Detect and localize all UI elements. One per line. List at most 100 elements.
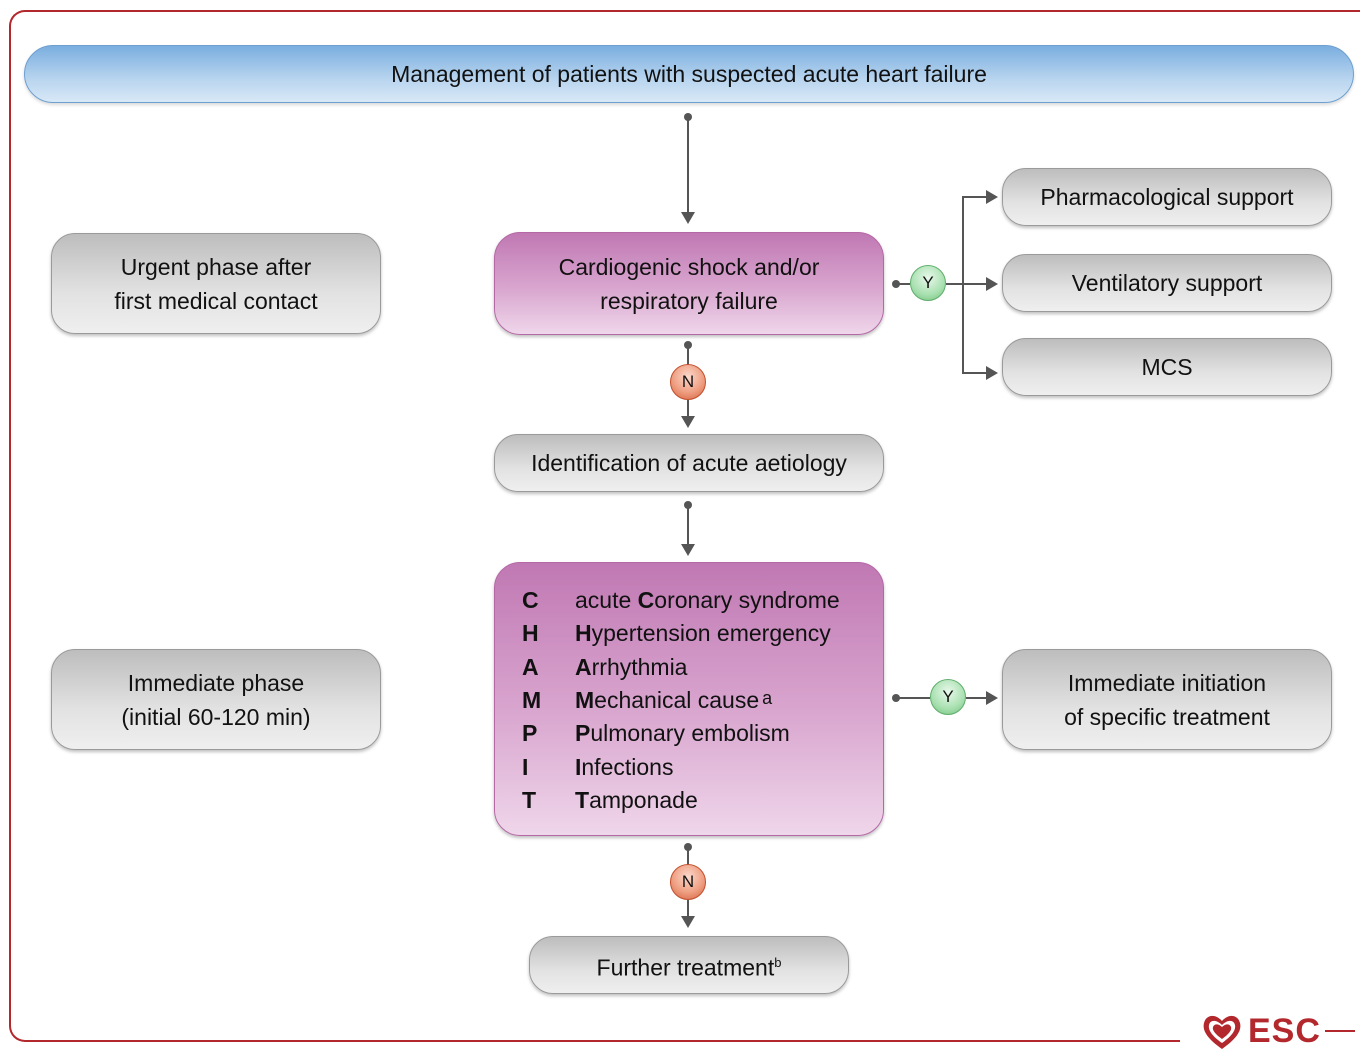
no-label: N: [681, 872, 695, 891]
champit-rest: echanical cause: [594, 687, 760, 714]
pharmacological-support-box: Pharmacological support: [1002, 168, 1332, 226]
pharma-label: Pharmacological support: [1040, 184, 1294, 210]
champit-letter: A: [522, 653, 539, 680]
champit-letter: M: [522, 687, 542, 714]
champit-letter: I: [522, 753, 529, 780]
no-decision-icon: N: [670, 364, 706, 400]
champit-bold: H: [575, 620, 592, 647]
cardiogenic-shock-box: Cardiogenic shock and/or respiratory fai…: [494, 232, 884, 335]
champit-bold: A: [575, 653, 592, 680]
connector-line: [687, 900, 689, 917]
champit-text: Arrhythmia: [575, 654, 690, 681]
connector-line: [966, 697, 986, 699]
branch-line-top: [962, 196, 986, 198]
aetiology-box: Identification of acute aetiology: [494, 434, 884, 492]
mcs-label: MCS: [1141, 354, 1193, 380]
arrow-head: [986, 691, 998, 705]
aetiology-label: Identification of acute aetiology: [531, 450, 847, 476]
ventilatory-support-box: Ventilatory support: [1002, 254, 1332, 312]
further-treatment-box: Further treatmentb: [529, 936, 849, 994]
arrow-head: [986, 277, 998, 291]
champit-bold: M: [575, 687, 595, 714]
arrow-head: [681, 916, 695, 928]
champit-bold: I: [575, 753, 582, 780]
specific-treatment-box: Immediate initiation of specific treatme…: [1002, 649, 1332, 750]
branch-corner-top: [962, 196, 964, 210]
further-treatment-text: Further treatment: [596, 954, 775, 981]
arrow-head: [986, 190, 998, 204]
champit-rest: oronary syndrome: [654, 587, 840, 614]
arrow-head: [681, 416, 695, 428]
logo-rule: [1324, 1030, 1355, 1032]
yes-label: Y: [922, 273, 934, 292]
further-treatment-sup: b: [774, 954, 782, 970]
further-treatment-label: Further treatmentb: [597, 946, 782, 985]
urgent-phase-line-1: Urgent phase after: [120, 253, 312, 280]
esc-logo-text: ESC: [1248, 1011, 1321, 1050]
champit-text: Hypertension emergency: [575, 620, 834, 647]
champit-bold: P: [575, 720, 591, 747]
yes-decision-icon: Y: [910, 265, 946, 301]
immediate-phase-box: Immediate phase (initial 60-120 min): [51, 649, 381, 750]
champit-letter: P: [522, 720, 538, 747]
champit-letter: C: [522, 587, 539, 614]
champit-bold: T: [575, 786, 590, 813]
specific-treatment-line-2: of specific treatment: [1064, 703, 1270, 730]
immediate-phase-line-2: (initial 60-120 min): [121, 703, 311, 730]
title-text: Management of patients with suspected ac…: [391, 61, 987, 87]
branch-line-bottom: [962, 372, 986, 374]
immediate-phase-line-1: Immediate phase: [127, 669, 305, 696]
champit-rest: nfections: [581, 753, 674, 780]
champit-rest: ypertension emergency: [591, 620, 831, 647]
connector-line: [687, 847, 689, 865]
arrow-head: [986, 366, 998, 380]
branch-corner-bottom: [962, 360, 964, 374]
yes-label: Y: [942, 687, 954, 706]
connector-line: [687, 400, 689, 417]
champit-prefix: acute: [575, 587, 638, 614]
diagram-frame: [9, 10, 1360, 1042]
champit-bold: C: [637, 587, 655, 614]
urgent-phase-line-2: first medical contact: [114, 287, 318, 314]
connector-line: [687, 505, 689, 545]
champit-text: Infections: [575, 754, 676, 781]
champit-rest: amponade: [589, 786, 698, 813]
champit-text: acute Coronary syndrome: [575, 587, 843, 614]
arrow-head: [681, 212, 695, 224]
connector-line: [687, 117, 689, 213]
champit-sup: a: [762, 688, 773, 709]
connector-line: [896, 697, 930, 699]
connector-line: [946, 283, 962, 285]
yes-decision-icon: Y: [930, 679, 966, 715]
shock-line-1: Cardiogenic shock and/or: [558, 253, 820, 280]
champit-rest: ulmonary embolism: [590, 720, 790, 747]
title-bar: Management of patients with suspected ac…: [24, 45, 1354, 103]
shock-line-2: respiratory failure: [600, 287, 778, 314]
mcs-box: MCS: [1002, 338, 1332, 396]
champit-text: Tamponade: [575, 787, 701, 814]
urgent-phase-box: Urgent phase after first medical contact: [51, 233, 381, 334]
branch-line-mid: [962, 283, 986, 285]
champit-letter: H: [522, 620, 539, 647]
arrow-head: [681, 544, 695, 556]
champit-rest: rrhythmia: [591, 653, 688, 680]
connector-line: [687, 345, 689, 365]
champit-text: Pulmonary embolism: [575, 720, 793, 747]
heart-icon: [1203, 1015, 1241, 1049]
connector-line: [896, 283, 910, 285]
no-decision-icon: N: [670, 864, 706, 900]
esc-logo: ESC: [1180, 1010, 1360, 1052]
specific-treatment-line-1: Immediate initiation: [1067, 669, 1267, 696]
champit-letter: T: [522, 786, 537, 813]
vent-label: Ventilatory support: [1071, 270, 1263, 296]
no-label: N: [681, 372, 695, 391]
